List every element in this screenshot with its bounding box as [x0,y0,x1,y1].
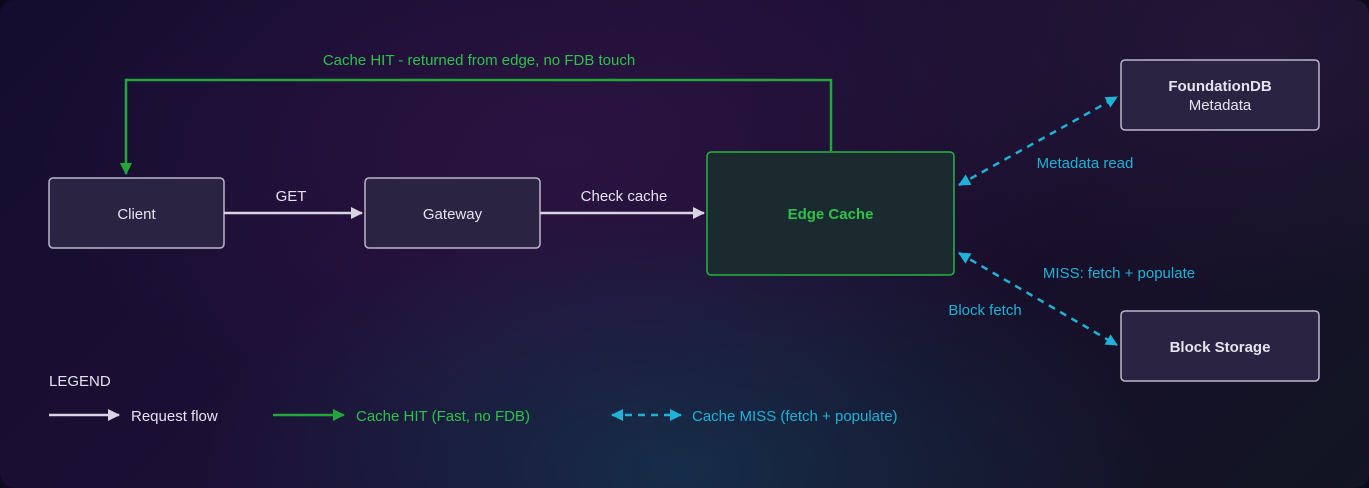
legend-hit-label: Cache HIT (Fast, no FDB) [356,408,530,425]
client-label: Client [117,206,156,223]
cache-hit-label: Cache HIT - returned from edge, no FDB t… [323,52,635,69]
edge-cache-label: Edge Cache [788,206,874,223]
block-fetch-label: Block fetch [948,302,1021,319]
metadata-read-label: Metadata read [1037,155,1134,172]
block-storage-node [1120,310,1320,382]
check-cache-label: Check cache [581,188,668,205]
block-fetch-arrow [958,251,1118,347]
get-label: GET [276,188,307,205]
edge-cache-node [706,151,955,276]
metadata-read-arrow [958,95,1118,187]
foundationdb-subtitle: Metadata [1189,97,1252,114]
gateway-label: Gateway [423,206,483,223]
legend-title: LEGEND [49,373,111,390]
legend-request-label: Request flow [131,408,218,425]
miss-populate-label: MISS: fetch + populate [1043,265,1195,282]
cache-hit-path [120,78,833,175]
foundationdb-node [1120,59,1320,131]
block-storage-label: Block Storage [1170,339,1271,356]
legend-miss-label: Cache MISS (fetch + populate) [692,408,898,425]
foundationdb-title: FoundationDB [1168,78,1271,95]
